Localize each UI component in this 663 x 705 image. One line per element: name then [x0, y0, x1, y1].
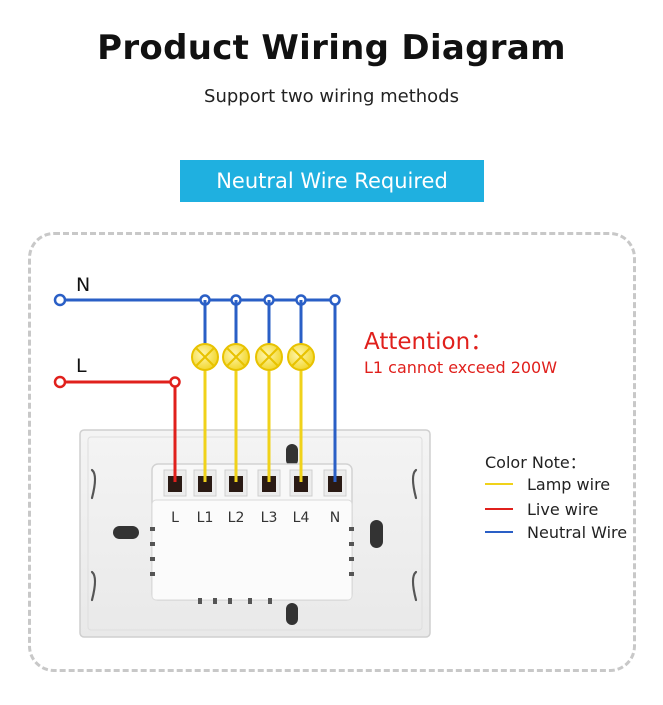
terminal-screw — [198, 476, 212, 492]
neutral-wire-swatch — [485, 531, 513, 533]
page-title: Product Wiring Diagram — [97, 28, 566, 68]
neutral-input-terminal — [53, 293, 67, 307]
terminal-screw — [262, 476, 276, 492]
live-label: L — [76, 355, 87, 377]
terminal-screw — [328, 476, 342, 492]
lamp-icon — [255, 343, 283, 371]
lamp-wires — [203, 370, 303, 482]
live-wire-swatch — [485, 508, 513, 510]
live-wire — [60, 380, 177, 482]
color-note-title: Color Note： — [485, 453, 586, 472]
diagram-frame — [28, 232, 636, 672]
terminal-screw — [168, 476, 182, 492]
terminal-screw — [229, 476, 243, 492]
color-note-lamp: Lamp wire — [485, 474, 610, 494]
lamp-icon — [191, 343, 219, 371]
attention-title: Attention： — [364, 329, 494, 355]
lamp-icon — [222, 343, 250, 371]
lamp-group — [191, 343, 315, 371]
terminal-screw — [294, 476, 308, 492]
terminal-label: L2 — [228, 510, 245, 526]
attention-text: L1 cannot exceed 200W — [364, 358, 558, 377]
color-note-label: Neutral Wire — [527, 522, 628, 542]
live-junction — [169, 376, 181, 388]
terminal-label: L1 — [197, 510, 214, 526]
neutral-label: N — [76, 274, 90, 296]
terminal-label: N — [330, 510, 340, 526]
terminal-label-group: L L1 L2 L3 L4 N — [171, 510, 340, 526]
terminal-label: L3 — [261, 510, 278, 526]
neutral-wire — [60, 298, 337, 482]
color-note-label: Live wire — [527, 499, 599, 519]
terminal-label: L — [171, 510, 179, 526]
page-subtitle: Support two wiring methods — [204, 86, 459, 107]
color-note-label: Lamp wire — [527, 474, 611, 494]
live-input-terminal — [53, 375, 67, 389]
wiring-method-banner: Neutral Wire Required — [180, 160, 484, 202]
switch-plate — [79, 429, 431, 638]
terminal-label: L4 — [293, 510, 310, 526]
lamp-neutral-segments — [203, 300, 303, 344]
terminal-block-group — [163, 469, 347, 497]
color-note-live: Live wire — [485, 499, 598, 519]
color-note-neutral: Neutral Wire — [485, 522, 627, 542]
lamp-icon — [287, 343, 315, 371]
lamp-wire-swatch — [485, 483, 513, 485]
